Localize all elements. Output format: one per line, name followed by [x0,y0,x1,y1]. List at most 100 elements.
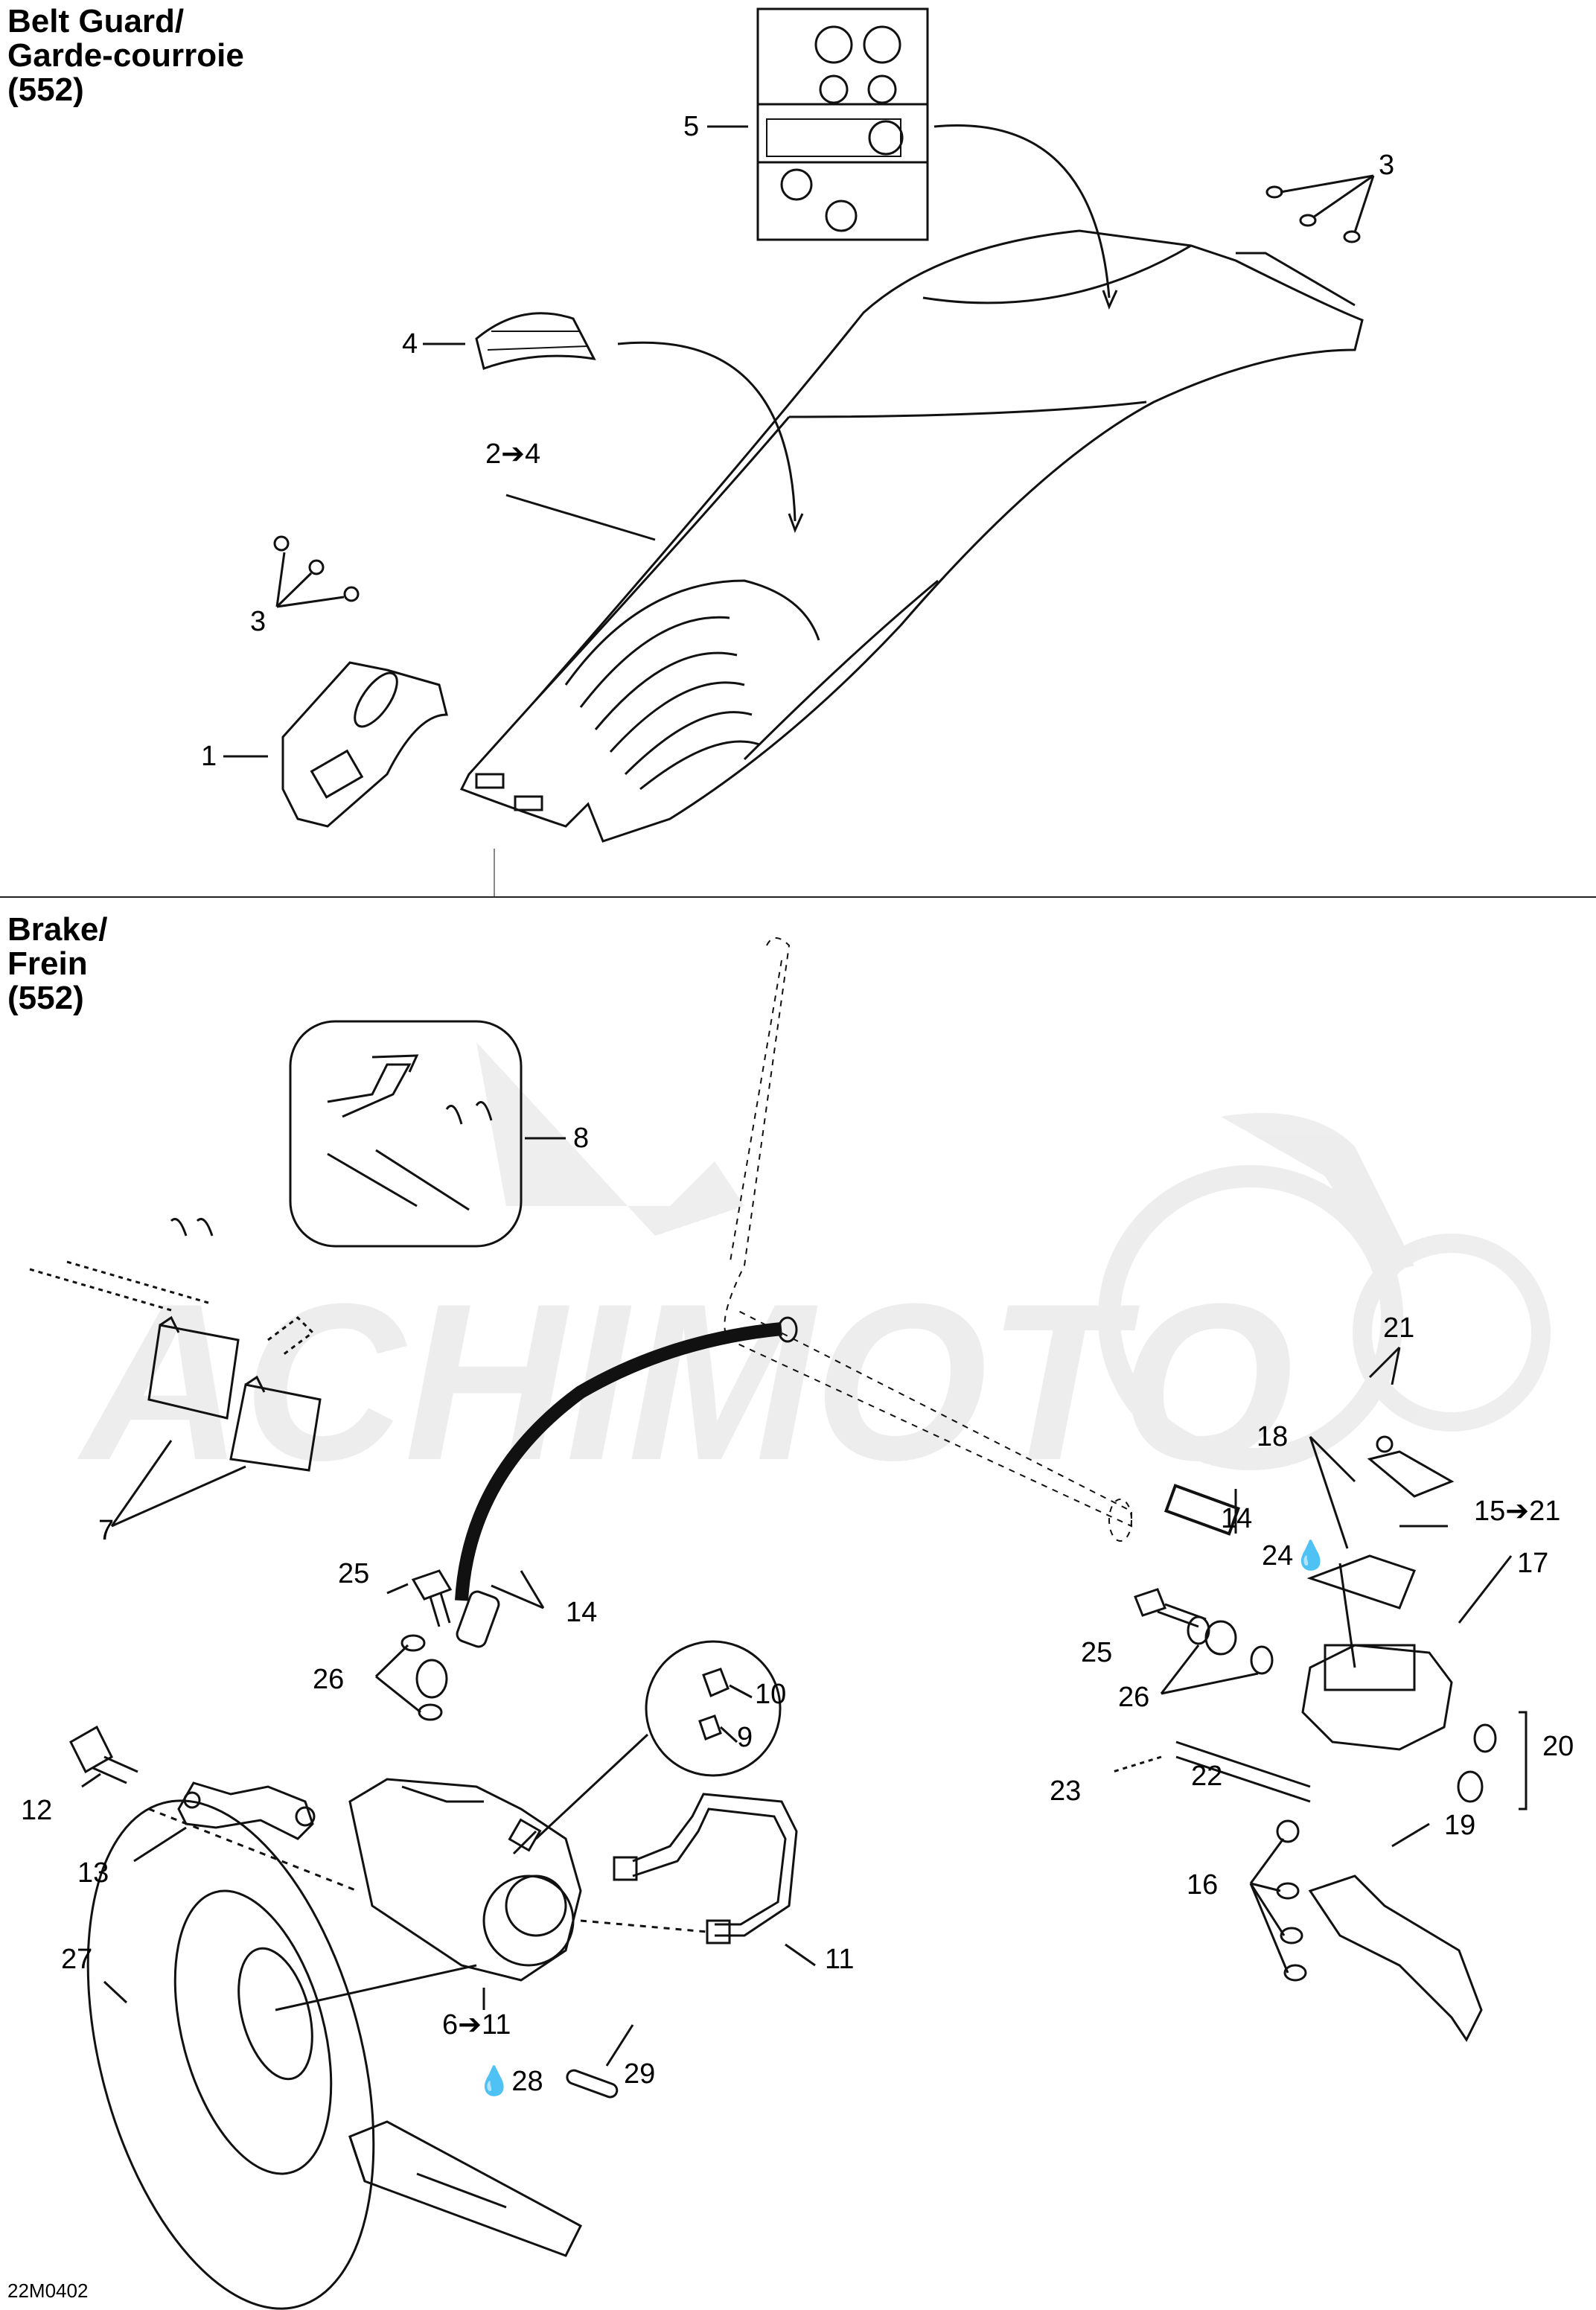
belt-guard-title-model: (552) [7,71,84,108]
bleeder-detail-circle [534,1640,782,1840]
leader-28 [275,1964,477,2011]
callout-2-4: 2➔4 [485,438,541,470]
callout-20: 20 [1542,1731,1574,1762]
reservoir-cap-20 [1457,1711,1528,1810]
callout-5: 5 [683,111,700,142]
brake-hose-14 [455,1322,782,1601]
callout-17: 17 [1517,1548,1549,1579]
bracket-1 [281,661,448,828]
drawing-code: 22M0402 [7,2279,89,2302]
handlebar-dashed [724,937,1132,1542]
callout-10: 10 [755,1679,787,1710]
pushrod-22b [1175,1755,1311,1803]
brake-line-11 [580,1793,798,1944]
callout-4: 4 [402,328,418,360]
key-29 [566,2069,619,2099]
callout-29: 29 [624,2058,656,2090]
leader-21a [1368,1346,1401,1379]
callout-24: 24💧 [1262,1540,1329,1572]
callout-16: 16 [1187,1869,1219,1901]
hose-end-right [1164,1484,1241,1536]
banjo-bolt-25-left [411,1569,453,1627]
brake-title-model: (552) [7,980,84,1016]
leader-12 [81,1773,101,1788]
belt-guard-body [459,229,1364,843]
callout-14-right: 14 [1221,1503,1253,1534]
hose-end [777,1316,798,1343]
pushrod-22 [1175,1741,1311,1788]
bracket-13 [177,1781,316,1840]
callout-14-left: 14 [566,1597,598,1628]
axis-line-caliper [148,1808,358,1892]
callout-3-top: 3 [1379,150,1395,181]
leader-21b [1391,1347,1401,1385]
callout-26-left: 26 [313,1664,345,1695]
pin-kit-8 [289,1020,523,1248]
leader-19 [1391,1822,1430,1848]
banjo-bolt-25-right [1134,1588,1207,1628]
arrowhead-5 [1102,290,1118,310]
callout-28: 💧28 [476,2066,543,2097]
warning-decal-4 [475,312,596,370]
brake-disc-27 [86,1799,375,2310]
master-cylinder [1301,1435,1455,1751]
callout-26-right: 26 [1118,1682,1150,1713]
callout-1: 1 [201,741,217,772]
belt-guard-title-fr: Garde-courroie [7,37,244,74]
nuts-3-left [273,535,360,608]
arrow-5 [933,124,1111,299]
callout-15-21: 15➔21 [1474,1496,1561,1527]
leader-7a [110,1440,173,1527]
leader-14b [520,1570,545,1609]
brake-caliper-6 [348,1778,582,1982]
callout-21: 21 [1383,1312,1415,1344]
brake-title: Brake/ Frein (552) [7,913,108,1015]
leader-11 [785,1943,816,1967]
drive-shaft [348,2120,582,2257]
belt-guard-title-en: Belt Guard/ [7,3,185,39]
nuts-3-top [1265,174,1375,243]
washers-26-right [1160,1615,1274,1695]
safety-decal-5 [756,7,929,241]
leader-2-4 [505,494,656,541]
callout-8: 8 [573,1123,590,1154]
callout-6-11: 6➔11 [442,2009,511,2041]
callout-23: 23 [1050,1775,1082,1807]
callout-25-left: 25 [338,1558,370,1589]
callout-12: 12 [21,1795,53,1826]
brake-title-en: Brake/ [7,911,108,948]
leader-14a [491,1584,544,1609]
callout-11: 11 [825,1944,855,1975]
belt-guard-title: Belt Guard/ Garde-courroie (552) [7,4,244,107]
leader-29 [605,2024,634,2067]
brake-lever-16 [1249,1819,1483,2042]
callout-22: 22 [1191,1761,1223,1792]
callout-19: 19 [1444,1810,1476,1841]
callout-18: 18 [1257,1421,1289,1452]
washers-26-left [374,1634,448,1721]
callout-25-right: 25 [1081,1637,1113,1668]
section-divider [0,896,1596,898]
leader-23 [1112,1755,1162,1773]
arrowhead-4 [788,513,804,533]
callout-7: 7 [98,1515,115,1546]
bolt-12 [69,1725,138,1784]
leader-17 [1458,1555,1513,1624]
arrow-4 [617,341,797,522]
brake-pads-7 [29,1218,322,1472]
leader-18a [1309,1435,1356,1483]
leader-13 [133,1826,187,1863]
brake-title-fr: Frein [7,945,88,982]
callout-27: 27 [61,1944,93,1975]
leader-9 [719,1726,738,1743]
leader-25a [386,1583,409,1595]
callout-9: 9 [737,1722,753,1753]
leader-10 [729,1684,753,1699]
leader-27 [103,1980,128,2004]
leader-18b [1309,1436,1349,1549]
leader-7b [111,1465,246,1528]
callout-3-left: 3 [250,606,266,637]
hose-fitting [456,1590,500,1648]
callout-13: 13 [77,1857,109,1889]
